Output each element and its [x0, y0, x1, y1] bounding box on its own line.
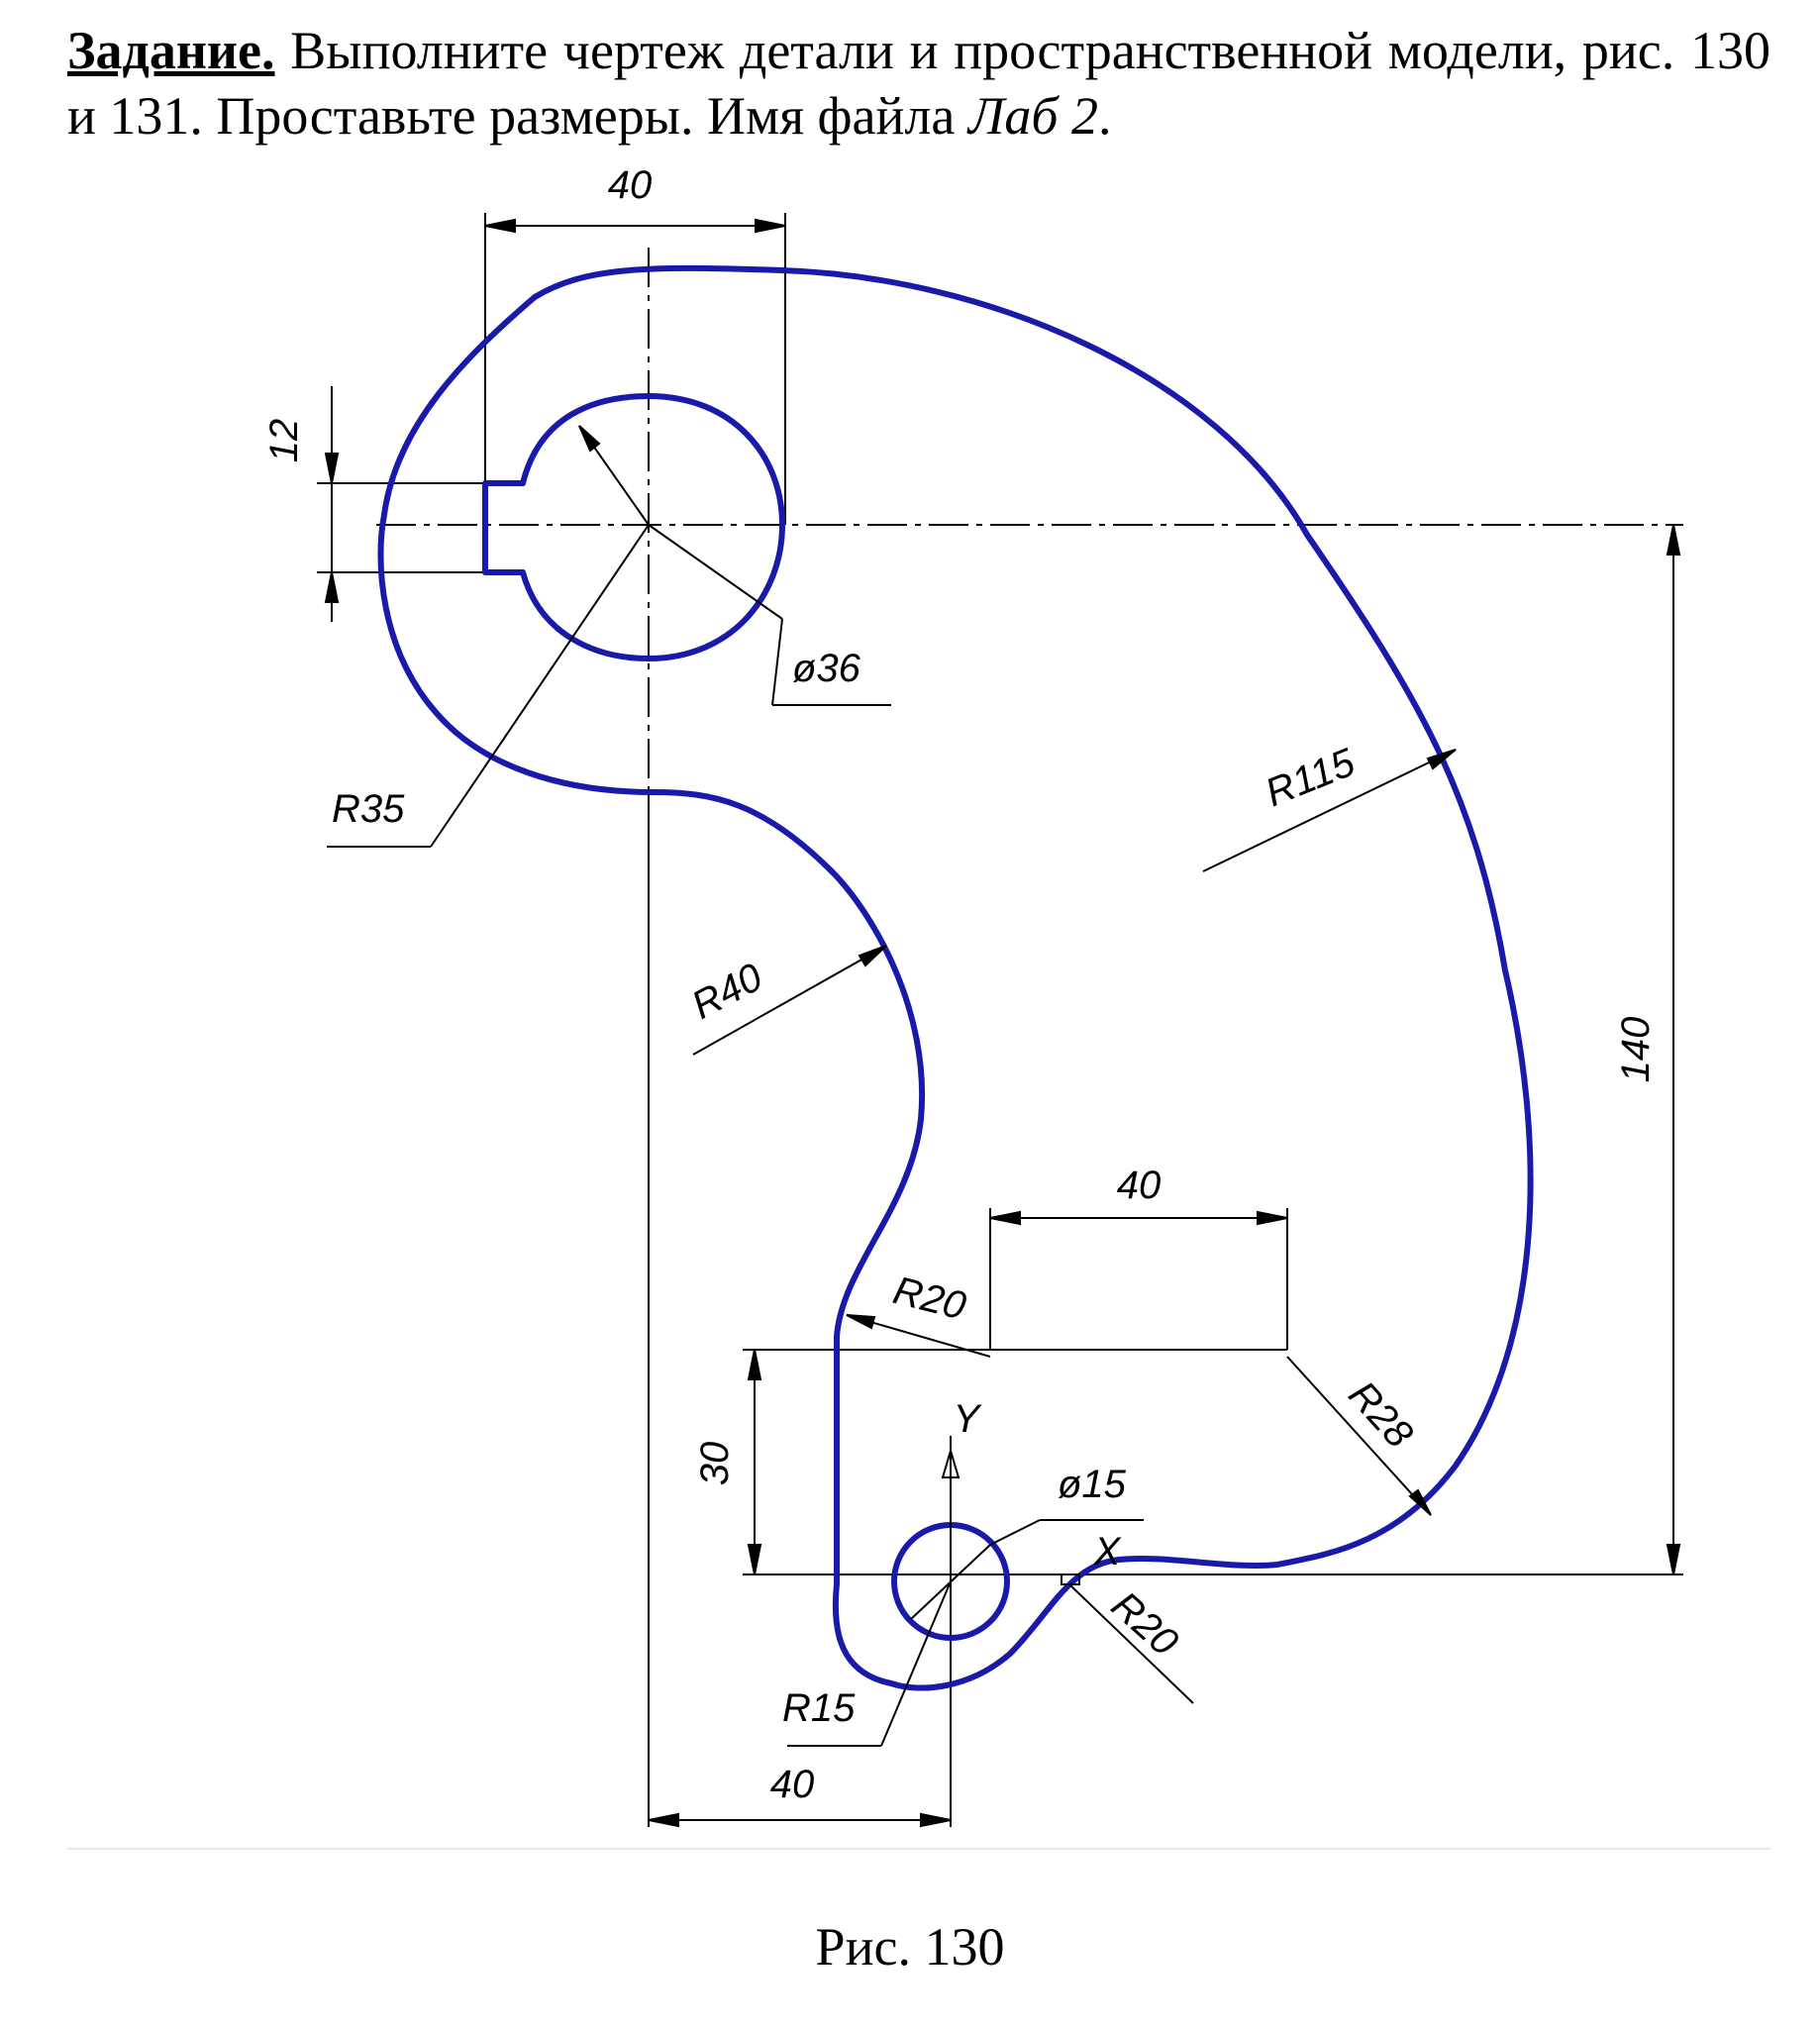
arrow — [1666, 524, 1681, 556]
leader-d36-b — [771, 618, 783, 706]
leader-r35 — [430, 524, 650, 848]
dimension-texts: 40 12 ø36 R35 R115 R40 140 40 R20 R28 30… — [262, 163, 1658, 1806]
task-text: Задание. Выполните чертеж детали и прост… — [67, 18, 1770, 149]
dim-hole-diameter: ø36 — [792, 647, 861, 690]
dimension-lines — [324, 218, 1681, 1828]
leader-d15 — [989, 1519, 1041, 1546]
dim-step-width: 40 — [1117, 1164, 1162, 1207]
dim-height-total: 140 — [1614, 1017, 1658, 1083]
arrow — [1408, 1488, 1432, 1516]
axis-y-label: Y — [954, 1397, 983, 1441]
point-marker — [1061, 1573, 1080, 1585]
arrow — [1426, 749, 1457, 770]
arrow — [1666, 1544, 1681, 1575]
y-axis-arrowhead — [941, 1447, 961, 1478]
divider — [67, 1848, 1770, 1850]
arrow — [747, 1349, 762, 1380]
dim-radius-step: R20 — [889, 1269, 970, 1328]
dim-slot-width: 12 — [262, 419, 306, 463]
figure-caption: Рис. 130 — [815, 1917, 1005, 1977]
hole-with-keyway — [482, 393, 785, 661]
task-end: . — [1098, 86, 1112, 146]
arrow — [324, 453, 340, 484]
dim-radius-outer-left: R35 — [332, 787, 405, 831]
task-filename: Лаб 2 — [967, 86, 1099, 146]
dim-radius-bottom: R15 — [782, 1686, 856, 1730]
arrow — [989, 1210, 1021, 1226]
dim-radius-big: R115 — [1260, 741, 1362, 816]
task-body: Выполните чертеж детали и пространственн… — [67, 21, 1770, 146]
dim-height-step: 30 — [693, 1442, 737, 1486]
task-label: Задание. — [67, 21, 275, 80]
arrow — [858, 945, 887, 967]
arrow — [648, 1812, 679, 1828]
leader-r20-bottom — [1068, 1583, 1194, 1704]
arrow — [755, 218, 786, 234]
arrow — [846, 1314, 876, 1330]
leader-r40 — [692, 945, 887, 1056]
leader-d36 — [648, 524, 783, 620]
dim-small-hole: ø15 — [1058, 1463, 1127, 1506]
arrow — [484, 218, 516, 234]
dim-radius-bottom-right: R20 — [1103, 1583, 1186, 1665]
dim-radius-corner: R28 — [1340, 1373, 1421, 1458]
arrow — [920, 1812, 952, 1828]
dim-bottom-offset: 40 — [770, 1763, 815, 1806]
leader-r28 — [1286, 1356, 1432, 1516]
center-lines — [317, 213, 1683, 1827]
dim-top-width: 40 — [608, 163, 653, 207]
axis-x-label: X — [1093, 1530, 1122, 1573]
leader-r115 — [1202, 749, 1457, 872]
part-contour — [377, 264, 1534, 1691]
arrow — [324, 571, 340, 603]
arrow — [1257, 1210, 1288, 1226]
arrow — [578, 425, 601, 453]
leader-r15 — [880, 1580, 952, 1747]
arrow — [747, 1544, 762, 1575]
dim-radius-inner: R40 — [685, 956, 769, 1028]
outer-contour — [377, 264, 1534, 1691]
